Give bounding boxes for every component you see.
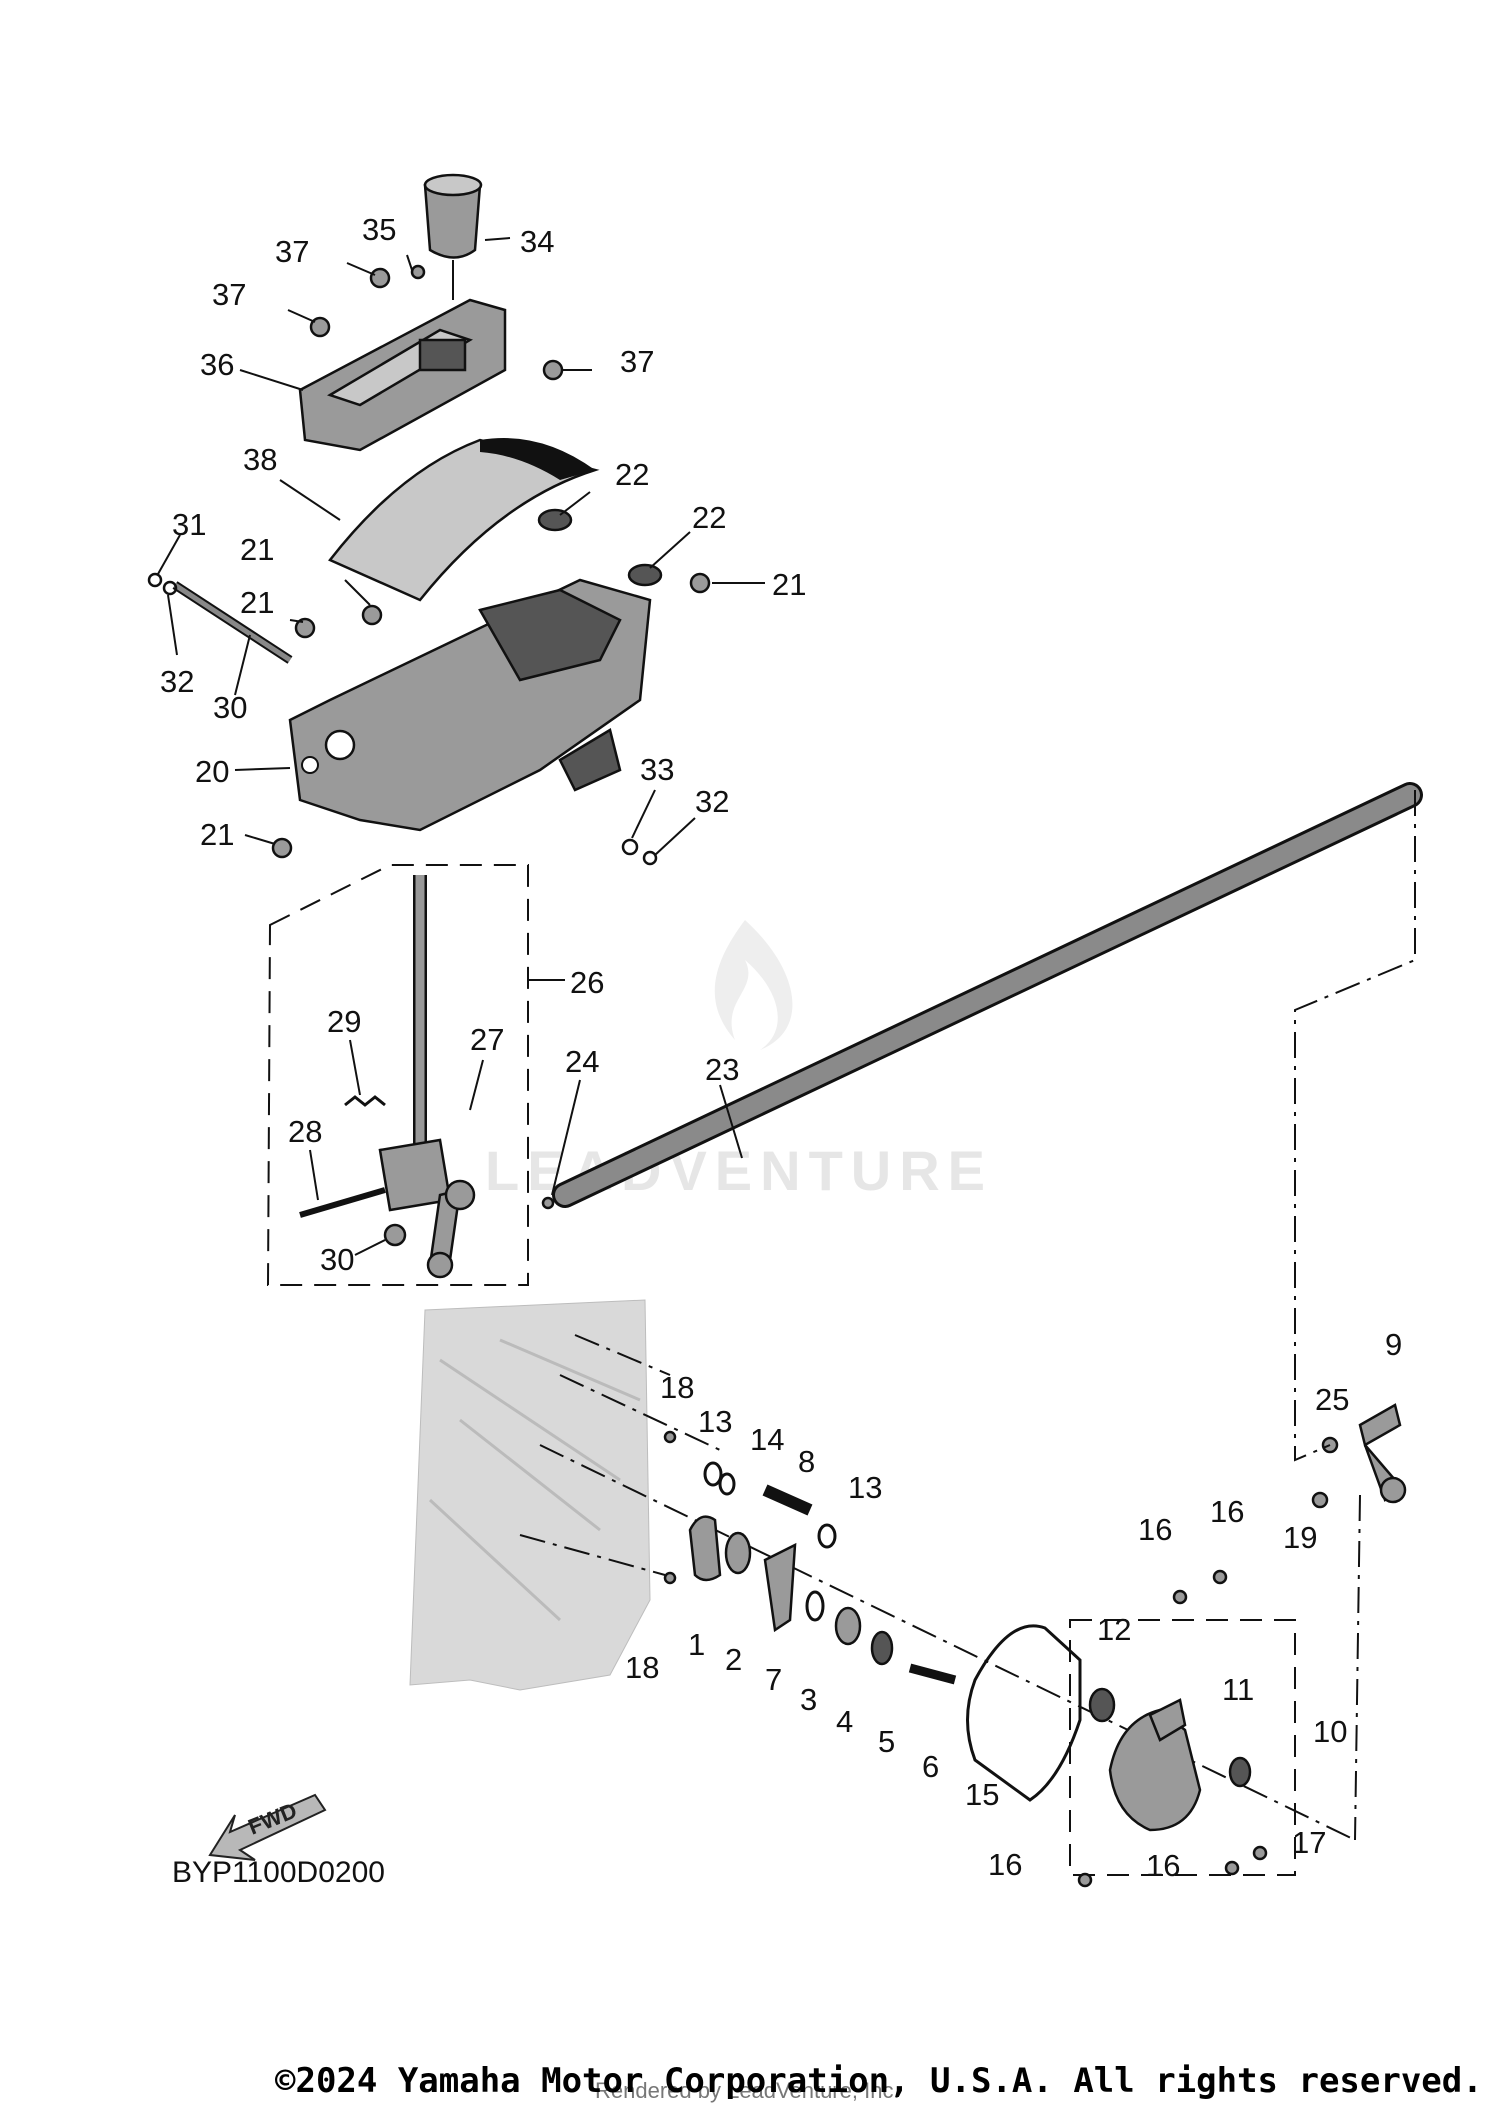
callout-16-c: 16	[988, 1847, 1022, 1882]
sensor-housing	[1088, 1687, 1252, 1832]
callouts: 34 35 37 37 37 36 38 22 22 21 31 32 30 2…	[160, 212, 1402, 1883]
callout-28: 28	[288, 1114, 322, 1149]
callout-32-a: 31	[172, 507, 206, 542]
callout-16-d: 16	[1146, 1848, 1180, 1883]
callout-37-b: 37	[212, 277, 246, 312]
callout-9: 9	[1385, 1327, 1402, 1362]
callout-14: 14	[750, 1422, 784, 1457]
callout-38: 38	[243, 442, 277, 477]
shift-gate-cover	[298, 298, 507, 452]
callout-7: 7	[765, 1662, 782, 1697]
callout-25: 25	[1315, 1382, 1349, 1417]
callout-19: 19	[1283, 1520, 1317, 1555]
callout-35: 35	[362, 212, 396, 247]
callout-11: 11	[1222, 1672, 1254, 1707]
callout-8: 8	[798, 1444, 815, 1479]
shift-boot	[328, 438, 600, 602]
clips	[147, 572, 658, 866]
shaft-parts	[519, 1334, 1356, 1841]
callout-37-a: 37	[275, 234, 309, 269]
callout-21-a: 21	[240, 532, 274, 567]
fwd-arrow: FWD	[208, 1793, 327, 1861]
gasket	[966, 1624, 1082, 1802]
shift-knob	[423, 173, 483, 300]
callout-29: 29	[327, 1004, 361, 1039]
callout-27: 27	[470, 1022, 504, 1057]
shift-rod	[541, 782, 1423, 1210]
callout-18-a: 18	[660, 1370, 694, 1405]
callout-2: 2	[725, 1642, 742, 1677]
shift-lever	[299, 875, 476, 1279]
callout-33-b: 33	[640, 752, 674, 787]
bolts	[271, 264, 711, 859]
callout-16-b: 16	[1210, 1494, 1244, 1529]
callout-4: 4	[836, 1704, 853, 1739]
callout-13-a: 13	[698, 1404, 732, 1439]
callout-21-c: 21	[200, 817, 234, 852]
callout-10: 10	[1313, 1714, 1347, 1749]
rod-end	[1311, 1403, 1407, 1509]
callout-34: 34	[520, 224, 554, 259]
diagram-code: BYP1100D0200	[172, 1856, 385, 1889]
callout-36: 36	[200, 347, 234, 382]
callout-22-a: 22	[615, 457, 649, 492]
callout-21-e: 21	[772, 567, 806, 602]
callout-18-b: 18	[625, 1650, 659, 1685]
subassembly-box-26	[266, 864, 529, 1286]
callout-17: 17	[1292, 1825, 1326, 1860]
subassembly-box-10	[1069, 1619, 1296, 1876]
callout-20: 20	[195, 754, 229, 789]
callout-3: 3	[800, 1682, 817, 1717]
leader-lines	[157, 237, 765, 1256]
engine-case	[409, 1299, 651, 1691]
guide-line-rod	[1294, 790, 1416, 1462]
callout-24: 24	[565, 1044, 599, 1079]
callout-1: 1	[688, 1627, 705, 1662]
callout-15: 15	[965, 1777, 999, 1812]
rendered-by-text: Rendered by LeadVenture, Inc.	[595, 2078, 900, 2103]
callout-16-a: 16	[1138, 1512, 1172, 1547]
callout-23: 23	[705, 1052, 739, 1087]
housing-bolts	[1077, 1569, 1268, 1888]
watermark: LEADVENTURE	[485, 920, 985, 1202]
callout-37-c: 37	[620, 344, 654, 379]
callout-21-b: 21	[240, 585, 274, 620]
callout-22-b: 22	[692, 500, 726, 535]
callout-12: 12	[1097, 1612, 1131, 1647]
callout-33-a: 32	[160, 664, 194, 699]
copyright-text: ©2024 Yamaha Motor Corporation, U.S.A. A…	[275, 2061, 1483, 2101]
callout-5: 5	[878, 1724, 895, 1759]
callout-26: 26	[570, 965, 604, 1000]
callout-13-b: 13	[848, 1470, 882, 1505]
bushings	[537, 508, 663, 587]
callout-6: 6	[922, 1749, 939, 1784]
callout-30: 30	[320, 1242, 354, 1277]
callout-32-b: 32	[695, 784, 729, 819]
shifter-bracket	[288, 578, 652, 832]
callout-31: 30	[213, 690, 247, 725]
guide-line-lower	[1354, 1494, 1361, 1841]
